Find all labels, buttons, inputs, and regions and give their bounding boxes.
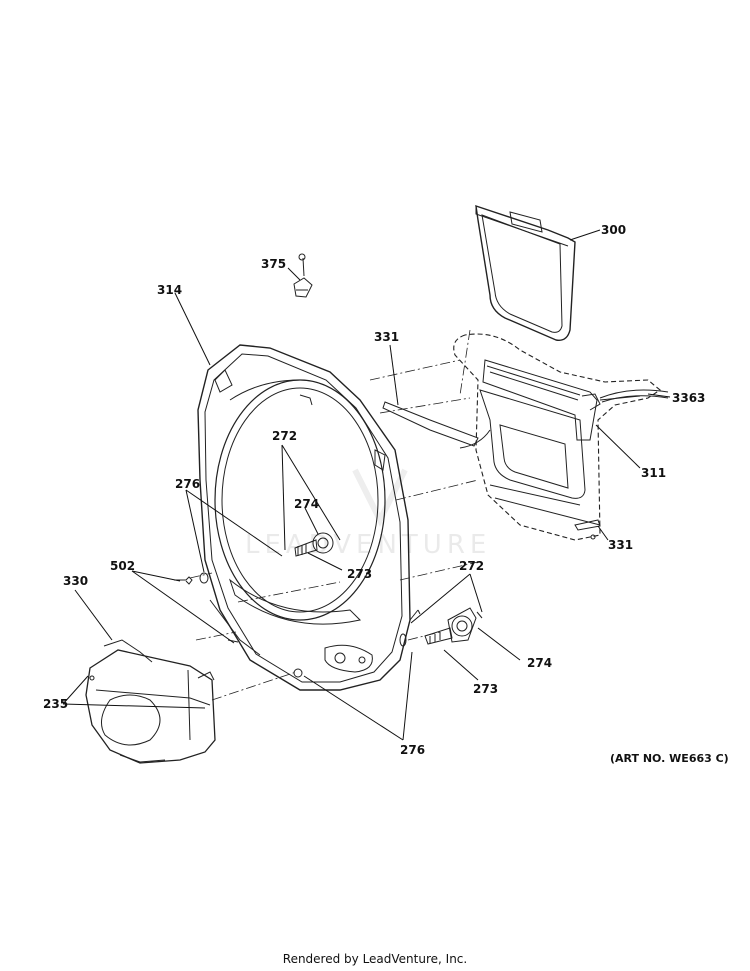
sensor-375 <box>293 253 313 298</box>
wires-3363 <box>599 389 669 403</box>
callout-3363: 3363 <box>672 391 705 405</box>
callout-375: 375 <box>261 257 286 271</box>
callout-314: 314 <box>157 283 182 297</box>
blower-housing-330 <box>85 639 216 764</box>
watermark-text: LEADVENTURE <box>245 530 492 560</box>
washers-276 <box>199 572 407 678</box>
seal-331-top <box>382 401 491 449</box>
duct-assembly-311 <box>453 333 661 541</box>
callout-273-left: 273 <box>347 567 372 581</box>
drum-bearing-center <box>294 532 334 557</box>
callout-276-left: 276 <box>175 477 200 491</box>
callout-235: 235 <box>43 697 68 711</box>
seal-331-bottom <box>574 519 601 540</box>
callout-272-left: 272 <box>272 429 297 443</box>
callout-311: 311 <box>641 466 666 480</box>
callout-274-right: 274 <box>527 656 552 670</box>
footer-credit: Rendered by LeadVenture, Inc. <box>282 952 468 966</box>
callout-276-bottom: 276 <box>400 743 425 757</box>
callout-330: 330 <box>63 574 88 588</box>
lint-filter-300 <box>475 204 576 341</box>
callout-274-left: 274 <box>294 497 319 511</box>
callout-331-top: 331 <box>374 330 399 344</box>
front-bulkhead-314 <box>197 344 411 691</box>
art-number: (ART NO. WE663 C) <box>610 752 729 765</box>
callout-272-right: 272 <box>459 559 484 573</box>
callout-300: 300 <box>601 223 626 237</box>
callout-331-bottom: 331 <box>608 538 633 552</box>
drum-bearing-right <box>409 607 483 645</box>
callout-502: 502 <box>110 559 135 573</box>
callout-273-right: 273 <box>473 682 498 696</box>
